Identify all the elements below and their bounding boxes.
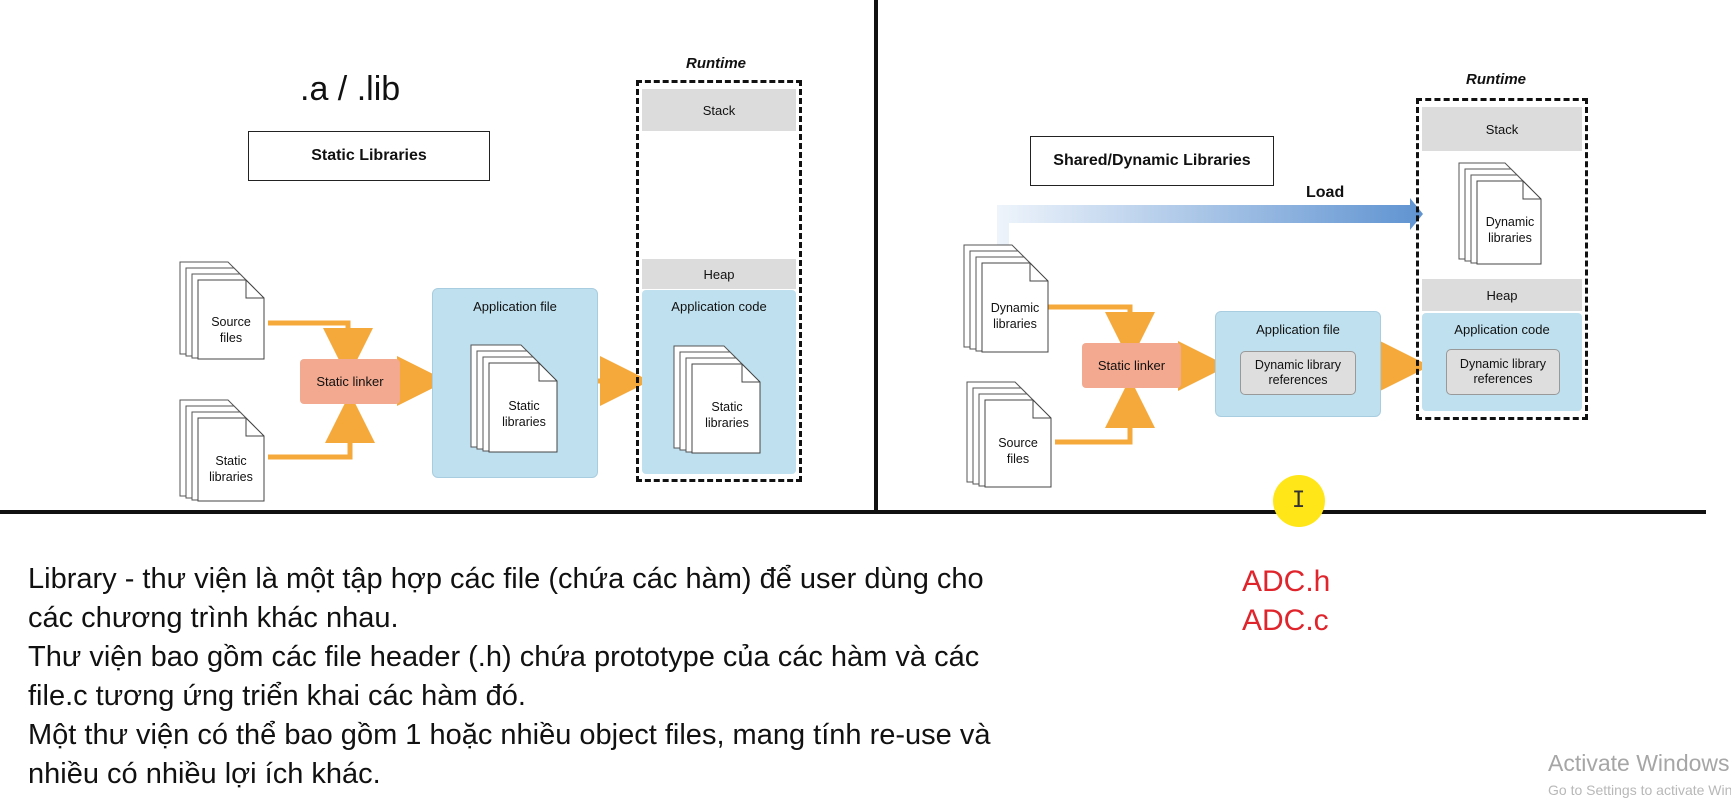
panel-divider-horizontal	[0, 510, 1706, 514]
application-file-panel-right: Application file Dynamic library referen…	[1215, 311, 1381, 417]
static-library-extension-title: .a / .lib	[300, 70, 401, 108]
app-static-libraries-label: Static libraries	[502, 399, 546, 429]
libs-to-linker-arrow	[268, 393, 375, 460]
source-files-label: Source files	[211, 315, 251, 345]
source-files-doc-stack-right: Source files	[965, 380, 1057, 493]
cursor-highlight	[1273, 475, 1325, 527]
notes-line: file.c tương ứng triển khai các hàm đó.	[28, 680, 526, 712]
static-linker-box-right: Static linker	[1082, 343, 1181, 388]
adc-header-file: ADC.h	[1242, 565, 1331, 598]
runtime-dynamic-library-references-box: Dynamic library references	[1446, 349, 1560, 395]
runtime-memory-right: Stack Dynamic libraries Heap Application…	[1416, 98, 1588, 420]
source-files-label-right: Source files	[998, 436, 1038, 466]
source-to-linker-arrow-right	[1055, 378, 1155, 445]
app-static-libraries-doc-stack: Static libraries	[469, 343, 563, 456]
runtime-static-libraries-doc-stack: Static libraries	[672, 344, 766, 457]
application-code-title-left: Application code	[671, 299, 767, 314]
load-arrow	[997, 198, 1423, 245]
notes-line: Một thư viện có thể bao gồm 1 hoặc nhiều…	[28, 719, 991, 751]
runtime-dynamic-libraries-label: Dynamic libraries	[1485, 215, 1535, 245]
application-code-segment-right: Application code Dynamic library referen…	[1422, 313, 1582, 411]
application-code-title-right: Application code	[1454, 322, 1550, 337]
application-file-title-right: Application file	[1256, 322, 1340, 337]
text-cursor-icon: I	[1292, 488, 1306, 513]
application-file-title: Application file	[473, 299, 557, 314]
source-to-linker-arrow	[268, 320, 373, 378]
notes-line: Library - thư viện là một tập hợp các fi…	[28, 563, 984, 595]
runtime-dynamic-libraries-doc-stack: Dynamic libraries	[1457, 161, 1545, 270]
adc-source-file: ADC.c	[1242, 604, 1329, 637]
notes-line: Thư viện bao gồm các file header (.h) ch…	[28, 641, 980, 673]
dynamic-flow-arrows	[997, 198, 1430, 445]
dynamic-libraries-doc-stack: Dynamic libraries	[962, 243, 1054, 358]
dynamic-library-references-box: Dynamic library references	[1240, 351, 1356, 395]
source-files-doc-stack: Source files	[178, 260, 270, 365]
static-linker-box: Static linker	[300, 359, 400, 404]
library-notes: Library - thư viện là một tập hợp các fi…	[28, 560, 1138, 794]
notes-line: các chương trình khác nhau.	[28, 602, 399, 634]
runtime-memory-left: Stack Heap Application code Static libra…	[636, 80, 802, 482]
notes-line: nhiều có nhiều lợi ích khác.	[28, 758, 381, 790]
static-flow-arrows	[268, 320, 650, 460]
stack-segment-right: Stack	[1422, 107, 1582, 151]
static-libraries-label: Static Libraries	[248, 131, 490, 181]
application-code-segment-left: Application code Static libraries	[642, 290, 796, 474]
static-libraries-input-label: Static libraries	[209, 454, 253, 484]
load-label: Load	[1306, 184, 1345, 201]
activate-windows-subtitle: Go to Settings to activate Windows.	[1548, 782, 1731, 798]
stack-segment-left: Stack	[642, 89, 796, 131]
application-file-panel: Application file Static libraries	[432, 288, 598, 478]
runtime-label-right: Runtime	[1466, 71, 1526, 88]
static-libraries-doc-stack: Static libraries	[178, 398, 270, 507]
runtime-static-libraries-label: Static libraries	[705, 400, 749, 430]
shared-dynamic-libraries-label: Shared/Dynamic Libraries	[1030, 136, 1274, 186]
activate-windows-title: Activate Windows	[1548, 750, 1730, 776]
runtime-label-left: Runtime	[686, 55, 746, 72]
panel-divider-vertical	[874, 0, 878, 512]
dynamic-libraries-input-label: Dynamic libraries	[990, 301, 1040, 331]
dynamic-to-linker-arrow	[1043, 304, 1155, 362]
heap-segment-left: Heap	[642, 259, 796, 289]
heap-segment-right: Heap	[1422, 279, 1582, 311]
